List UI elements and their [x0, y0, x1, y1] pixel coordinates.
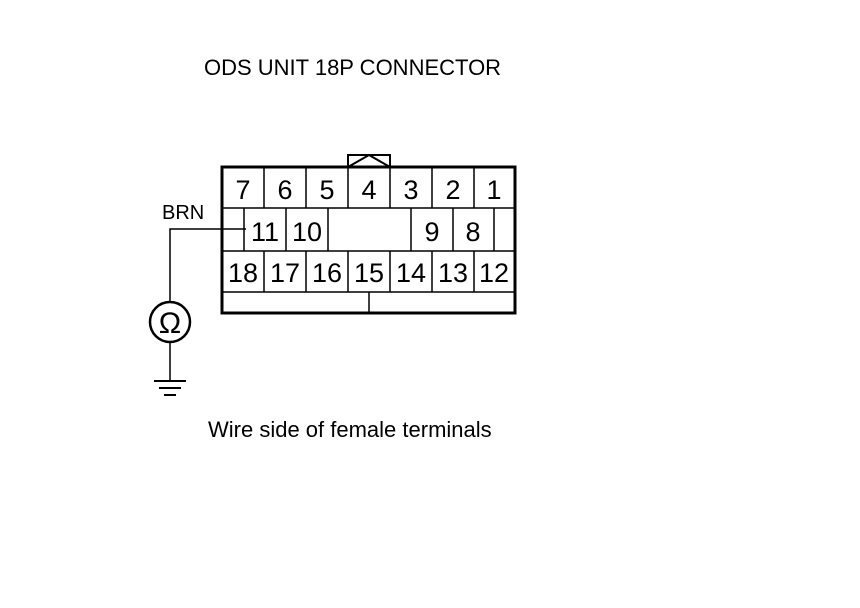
terminal-17: 17 — [270, 258, 300, 288]
terminal-4: 4 — [361, 175, 376, 205]
wire-color-label: BRN — [162, 202, 204, 224]
ground-icon — [154, 380, 186, 396]
terminal-3: 3 — [403, 175, 418, 205]
connector-18p: 7 6 5 4 3 2 1 11 10 9 8 18 17 16 15 14 1… — [220, 153, 517, 315]
terminal-11: 11 — [251, 217, 279, 247]
terminal-10: 10 — [292, 217, 322, 247]
terminal-7: 7 — [235, 175, 250, 205]
lock-tab — [347, 153, 391, 168]
terminal-18: 18 — [228, 258, 258, 288]
row2-dividers — [243, 208, 495, 251]
ohm-symbol: Ω — [159, 307, 181, 340]
terminal-1: 1 — [486, 175, 501, 205]
probe-wire — [169, 228, 246, 303]
terminal-6: 6 — [277, 175, 292, 205]
row1-dividers — [263, 167, 475, 208]
terminal-12: 12 — [479, 258, 509, 288]
terminal-16: 16 — [312, 258, 342, 288]
terminal-5: 5 — [319, 175, 334, 205]
terminal-13: 13 — [438, 258, 468, 288]
ohmmeter-icon: Ω — [148, 300, 192, 344]
terminal-9: 9 — [424, 217, 439, 247]
terminal-2: 2 — [445, 175, 460, 205]
terminal-15: 15 — [354, 258, 384, 288]
terminal-8: 8 — [465, 217, 480, 247]
row3-dividers — [263, 251, 475, 292]
diagram-title: ODS UNIT 18P CONNECTOR — [204, 55, 501, 80]
diagram-caption: Wire side of female terminals — [208, 417, 492, 442]
terminal-14: 14 — [396, 258, 426, 288]
